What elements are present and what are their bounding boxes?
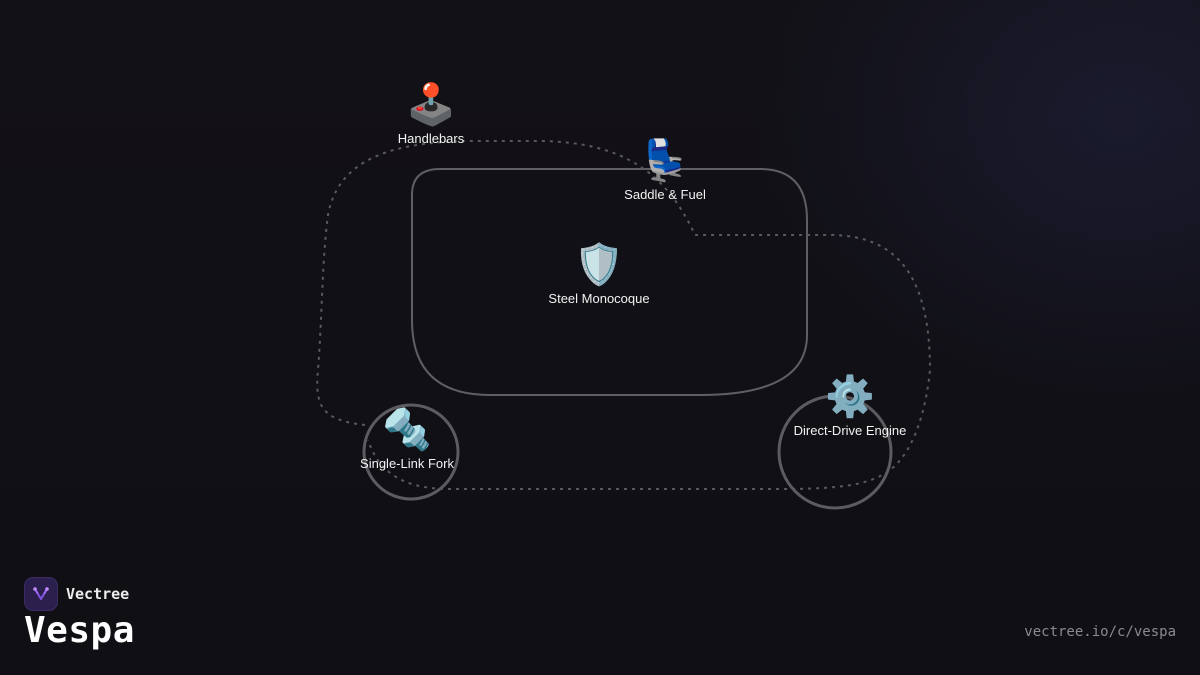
rear-wheel: [777, 394, 893, 510]
node-label: Saddle & Fuel: [624, 187, 706, 202]
brand-name: Vectree: [66, 585, 130, 603]
node-single-link-fork[interactable]: 🔩 Single-Link Fork: [360, 407, 454, 471]
shield-icon: 🛡️: [574, 242, 624, 288]
gear-icon: ⚙️: [825, 374, 875, 420]
node-label: Handlebars: [397, 131, 465, 146]
node-direct-drive-engine[interactable]: ⚙️ Direct-Drive Engine: [794, 374, 907, 438]
node-handlebars[interactable]: 🕹️ Handlebars: [398, 82, 465, 146]
seat-icon: 💺: [640, 138, 690, 184]
node-saddle-fuel[interactable]: 💺 Saddle & Fuel: [624, 138, 706, 202]
brand[interactable]: Vectree: [24, 577, 129, 611]
node-label: Direct-Drive Engine: [793, 423, 907, 438]
vectree-logo-icon: [24, 577, 58, 611]
front-wheel: [362, 403, 460, 501]
page-title: Vespa: [24, 610, 135, 651]
page-url[interactable]: vectree.io/c/vespa: [1024, 624, 1176, 640]
node-steel-monocoque[interactable]: 🛡️ Steel Monocoque: [548, 242, 649, 306]
node-label: Steel Monocoque: [548, 291, 650, 306]
node-label: Single-Link Fork: [360, 456, 454, 471]
body-frame-outline: [411, 168, 808, 396]
bolt-icon: 🔩: [382, 407, 432, 453]
dashed-connector-path: [316, 140, 932, 490]
joystick-icon: 🕹️: [406, 82, 456, 128]
